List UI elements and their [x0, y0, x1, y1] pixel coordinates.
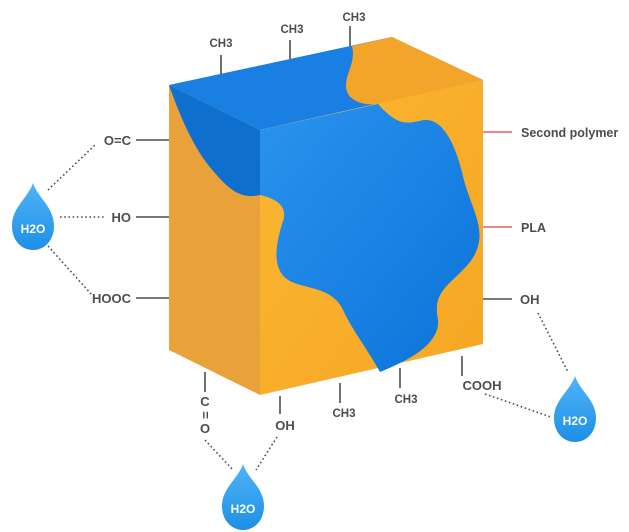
label-bottom-co-eq: = — [198, 411, 213, 419]
water-droplet-left: H2O — [12, 183, 54, 250]
label-right-oh: OH — [520, 292, 540, 307]
label-bottom-cooh: COOH — [463, 378, 502, 393]
label-top-ch3-2: CH3 — [280, 24, 303, 36]
water-label-bottom: H2O — [231, 502, 256, 516]
functional-group-labels: CH3 CH3 CH3 O=C HO HOOC OH C = O OH CH3 … — [92, 12, 540, 436]
chemical-bonds — [136, 26, 512, 414]
label-top-ch3-1: CH3 — [209, 38, 232, 50]
cube-top-face-pla-region — [346, 37, 483, 105]
label-bottom-oh: OH — [275, 418, 295, 433]
legend-second-polymer: Second polymer — [521, 126, 618, 140]
cube-front-face-polymer-region — [260, 104, 480, 372]
label-left-oc: O=C — [104, 133, 132, 148]
water-label-left: H2O — [21, 222, 46, 236]
label-top-ch3-3: CH3 — [342, 12, 365, 24]
label-left-ho: HO — [112, 210, 132, 225]
label-bottom-ch3-1: CH3 — [332, 408, 355, 420]
label-left-hooc: HOOC — [92, 291, 132, 306]
legend: Second polymer PLA — [521, 126, 618, 235]
hydrogen-bonds — [47, 144, 569, 471]
cube-left-face-polymer-region — [169, 85, 260, 197]
water-droplet-right: H2O — [554, 376, 596, 442]
label-bottom-co-c: C — [200, 394, 210, 409]
water-droplet-bottom: H2O — [222, 464, 264, 530]
label-bottom-ch3-2: CH3 — [394, 394, 417, 406]
water-label-right: H2O — [563, 414, 588, 428]
label-bottom-co-o: O — [200, 421, 210, 436]
polymer-cube — [169, 37, 483, 395]
legend-pla: PLA — [521, 221, 546, 235]
